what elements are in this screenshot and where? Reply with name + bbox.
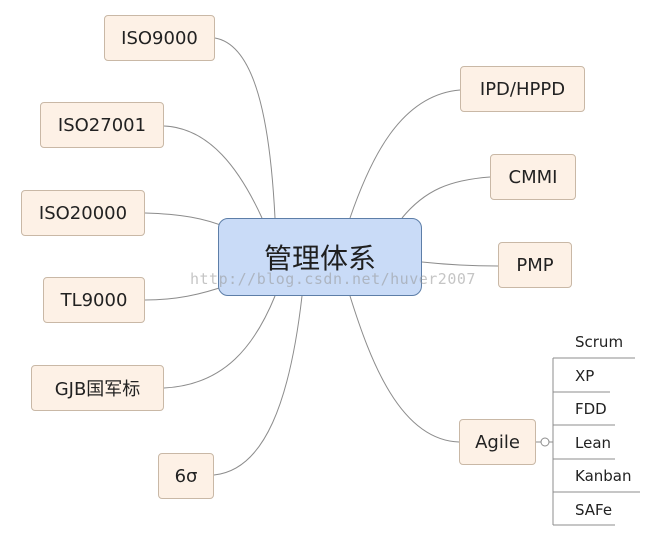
edge-iso27001 <box>163 125 263 219</box>
edge-tl9000 <box>144 284 229 301</box>
central-topic[interactable]: 管理体系 <box>218 218 422 296</box>
node-label: ISO20000 <box>38 202 128 224</box>
edge-gjb <box>163 295 276 389</box>
node-label: GJB国军标 <box>54 379 141 400</box>
edge-iso9000 <box>214 37 276 219</box>
node-iso27001[interactable]: ISO27001 <box>40 102 164 148</box>
central-topic-label: 管理体系 <box>263 242 376 275</box>
edge-pmp <box>421 261 499 267</box>
node-tl9000[interactable]: TL9000 <box>43 277 145 323</box>
node-pmp[interactable]: PMP <box>498 242 572 288</box>
edge-6sigma <box>213 295 303 476</box>
edge-agile <box>349 295 460 443</box>
node-label: CMMI <box>508 166 558 188</box>
agile-leaf-fdd[interactable]: FDD <box>575 400 607 418</box>
node-label: Agile <box>475 431 520 453</box>
node-iso9000[interactable]: ISO9000 <box>104 15 215 61</box>
node-gjb[interactable]: GJB国军标 <box>31 365 164 411</box>
node-cmmi[interactable]: CMMI <box>490 154 576 200</box>
node-agile[interactable]: Agile <box>459 419 536 465</box>
agile-collapse-circle <box>540 437 550 447</box>
node-label: PMP <box>516 254 554 276</box>
node-ipd-hppd[interactable]: IPD/HPPD <box>460 66 585 112</box>
edge-cmmi <box>401 176 491 219</box>
node-iso20000[interactable]: ISO20000 <box>21 190 145 236</box>
edge-iso20000 <box>144 212 229 229</box>
node-label: IPD/HPPD <box>479 78 566 100</box>
agile-leaf-kanban[interactable]: Kanban <box>575 467 632 485</box>
node-label: TL9000 <box>60 289 128 311</box>
edge-ipd <box>349 89 461 219</box>
node-6sigma[interactable]: 6σ <box>158 453 214 499</box>
agile-leaf-safe[interactable]: SAFe <box>575 501 613 519</box>
agile-leaf-xp[interactable]: XP <box>575 367 595 385</box>
agile-leaf-scrum[interactable]: Scrum <box>575 333 624 351</box>
node-label: ISO27001 <box>57 114 147 136</box>
node-label: 6σ <box>174 465 198 487</box>
node-label: ISO9000 <box>121 27 198 49</box>
agile-leaf-lean[interactable]: Lean <box>575 434 612 452</box>
